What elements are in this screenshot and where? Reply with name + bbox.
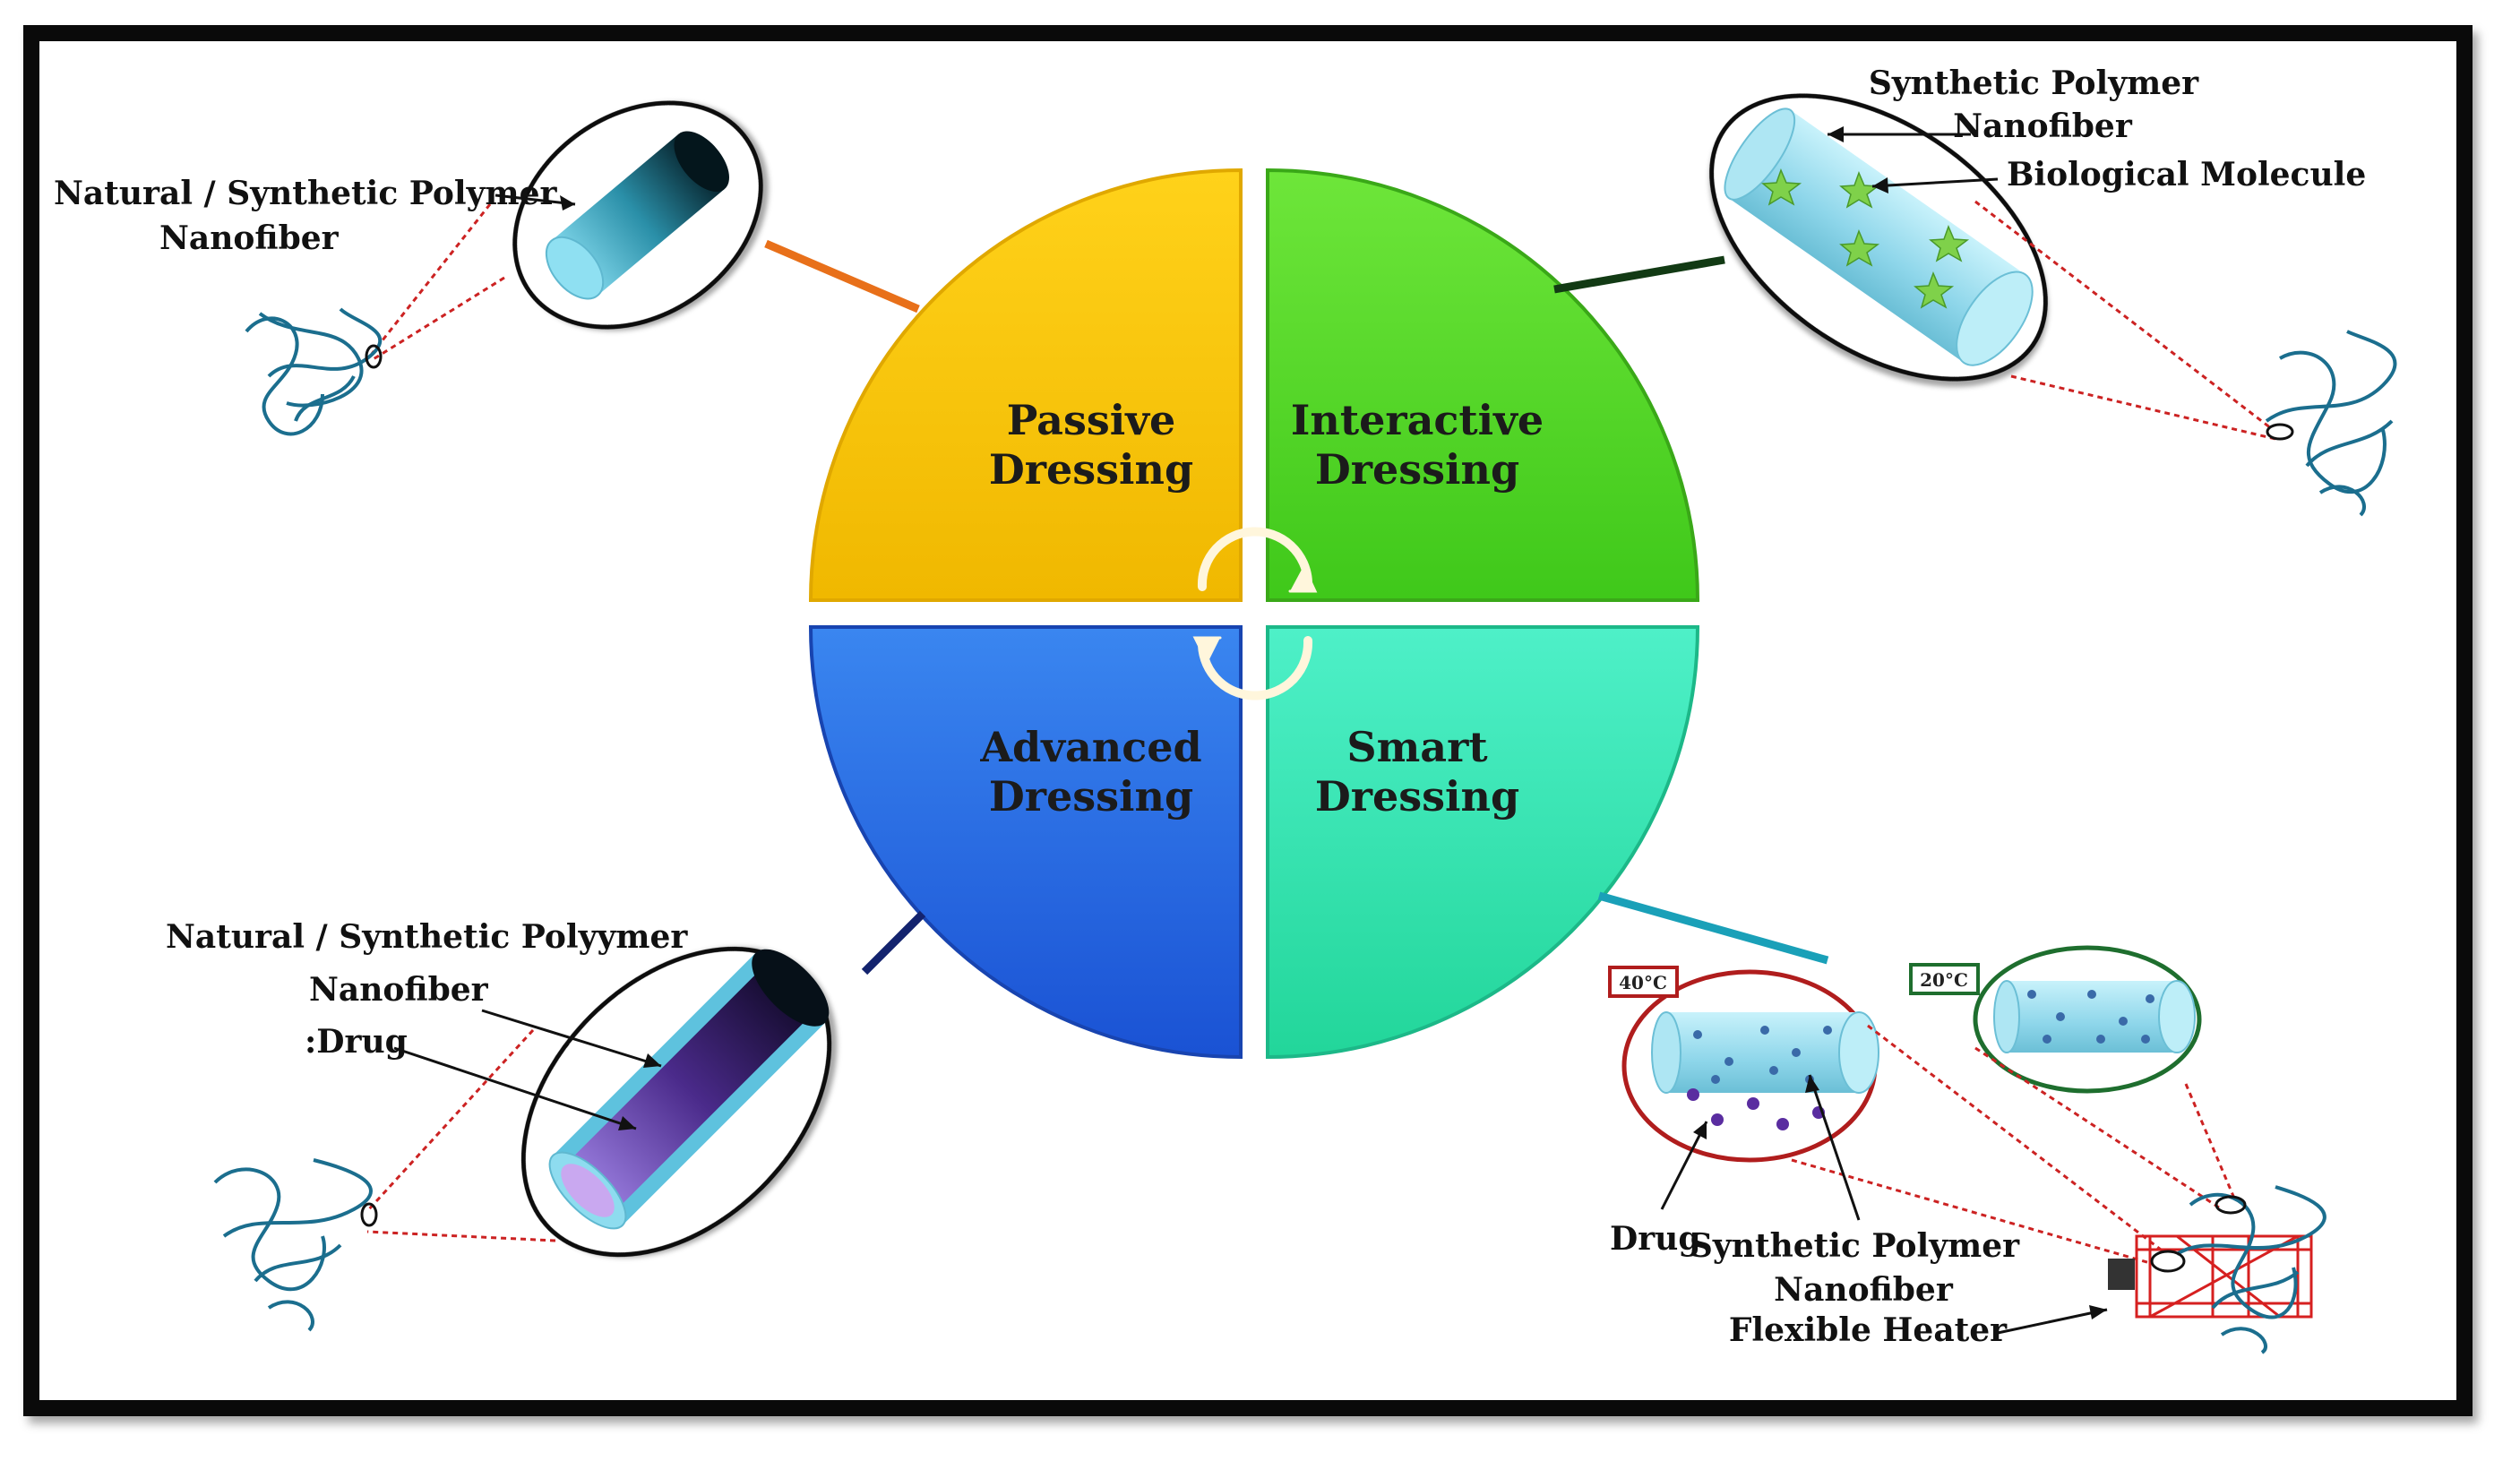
- quadrant-advanced: [808, 625, 1243, 1060]
- fiber-mesh-icon: [2265, 330, 2397, 517]
- interactive-inset: Synthetic Polymer Nanofiber Biological M…: [1709, 64, 2397, 517]
- advanced-fiber-label-1: Natural / Synthetic Polyymer: [166, 918, 688, 956]
- passive-label-1: Passive: [1007, 396, 1175, 444]
- fiber-mesh-icon: [213, 1158, 378, 1332]
- connector-smart: [1597, 891, 1829, 965]
- interactive-polymer-label-1: Synthetic Polymer: [1869, 64, 2199, 102]
- quadrant-smart: [1266, 625, 1700, 1060]
- nanofiber-cylinder-icon: [1724, 107, 2034, 366]
- passive-label-2: Dressing: [989, 445, 1193, 494]
- smart-label-1: Smart: [1346, 723, 1488, 771]
- advanced-label-1: Advanced: [979, 723, 1201, 771]
- cold-temp-label: 20°C: [1920, 969, 1968, 991]
- passive-fiber-label-2: Nanofiber: [159, 219, 340, 257]
- quadrant-passive: [808, 168, 1243, 602]
- advanced-inset: Natural / Synthetic Polyymer Nanofiber :…: [166, 918, 832, 1332]
- interactive-molecule-label: Biological Molecule: [2007, 156, 2366, 193]
- smart-inset: 40°C 20°C: [1608, 945, 2326, 1354]
- smart-polymer-label-1: Synthetic Polymer: [1690, 1227, 2020, 1265]
- connector-advanced: [861, 910, 926, 975]
- advanced-drug-label: :Drug: [305, 1023, 408, 1061]
- interactive-polymer-label-2: Nanofiber: [1953, 107, 2133, 145]
- advanced-fiber-label-2: Nanofiber: [309, 971, 489, 1009]
- connector-passive: [764, 239, 920, 314]
- flexible-heater-icon: [2135, 1234, 2313, 1319]
- nanofiber-cylinder-icon: [545, 131, 729, 300]
- nanofiber-cylinder-icon: [1651, 1011, 1879, 1094]
- smart-label-2: Dressing: [1315, 772, 1519, 821]
- fiber-mesh-icon: [245, 307, 383, 436]
- cycle-arrows-icon: [1192, 527, 1318, 700]
- heater-connector: [2108, 1259, 2135, 1290]
- diagram-frame: [23, 25, 2473, 1416]
- passive-inset: Natural / Synthetic Polymer Nanofiber: [54, 100, 763, 436]
- fiber-mesh-icon: [2150, 1185, 2326, 1354]
- smart-polymer-label-2: Nanofiber: [1774, 1271, 1954, 1309]
- released-drug-particles: [1687, 1088, 1825, 1130]
- cold-temp-badge: [1909, 963, 1980, 995]
- advanced-label-2: Dressing: [989, 772, 1193, 821]
- interactive-label-2: Dressing: [1315, 445, 1519, 494]
- nanofiber-cylinder-icon: [548, 949, 830, 1230]
- quadrant-interactive: [1266, 168, 1700, 602]
- smart-heater-label: Flexible Heater: [1729, 1311, 2008, 1349]
- hot-temp-badge: [1608, 966, 1679, 998]
- connector-interactive: [1553, 255, 1725, 294]
- hot-temp-label: 40°C: [1619, 972, 1667, 993]
- interactive-label-1: Interactive: [1291, 396, 1544, 444]
- star-icon: [1761, 168, 1970, 309]
- smart-drug-label: Drug: [1610, 1220, 1701, 1258]
- passive-fiber-label-1: Natural / Synthetic Polymer: [54, 175, 557, 212]
